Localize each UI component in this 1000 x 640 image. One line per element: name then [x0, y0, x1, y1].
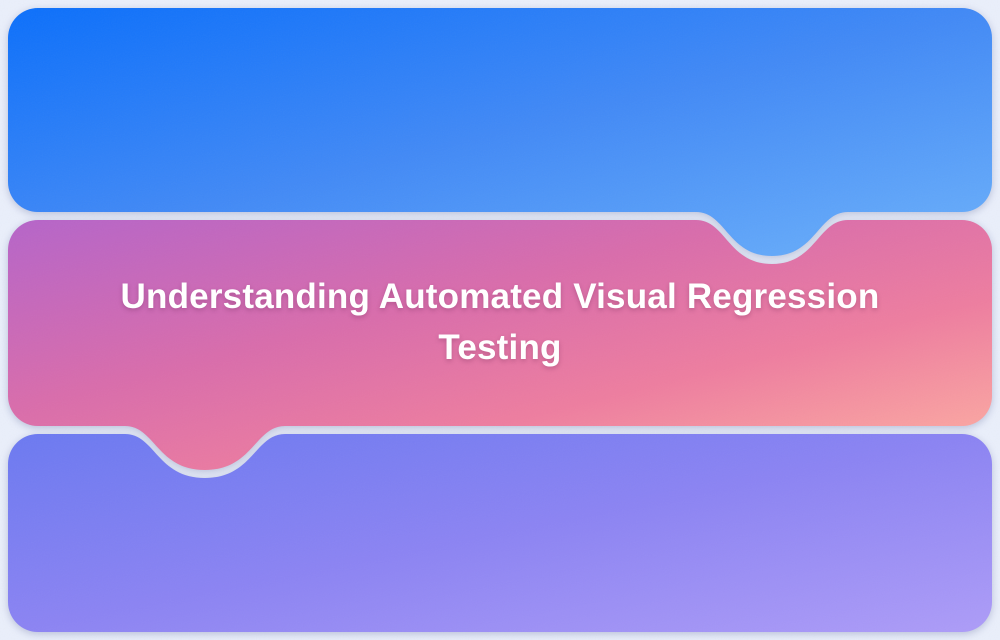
hero-banner: Understanding Automated Visual Regressio… — [0, 0, 1000, 640]
hero-graphic — [0, 0, 1000, 640]
grain-texture-overlay — [0, 0, 1000, 640]
